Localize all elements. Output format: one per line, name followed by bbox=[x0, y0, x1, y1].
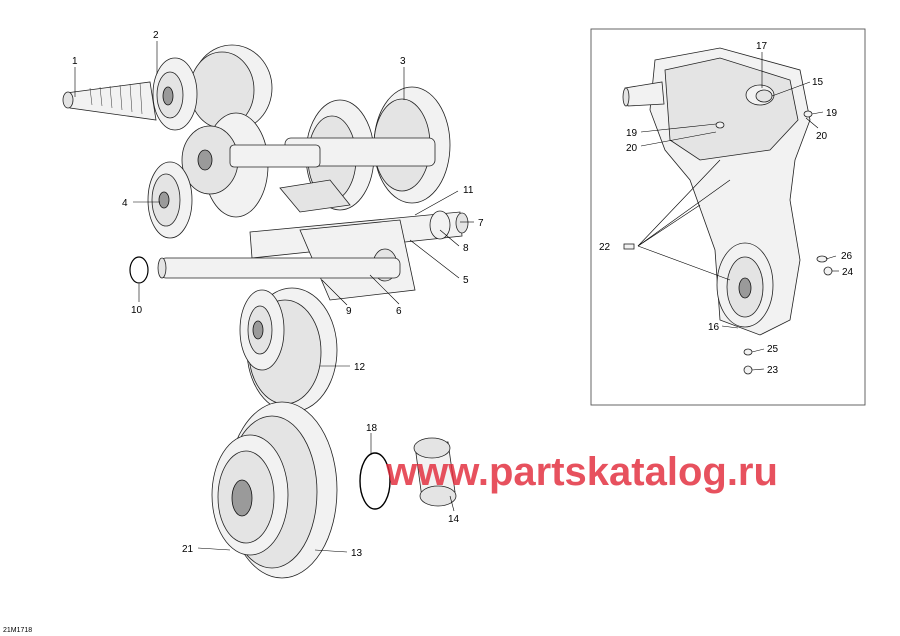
callout-7: 7 bbox=[478, 218, 484, 229]
part-21-drum bbox=[211, 434, 289, 556]
part-18-o-ring bbox=[359, 452, 391, 510]
callout-8: 8 bbox=[463, 243, 469, 254]
callout-19-right: 19 bbox=[826, 108, 838, 119]
housing-inset: 17 15 19 20 19 20 22 26 24 16 25 23 bbox=[590, 28, 866, 406]
gearbox-exploded-view: 1 2 3 4 11 7 8 5 6 9 10 12 18 14 21 13 bbox=[62, 30, 484, 579]
callout-1: 1 bbox=[72, 56, 78, 67]
callout-26: 26 bbox=[841, 251, 853, 262]
leader-lines bbox=[74, 41, 474, 553]
shift-fork-assembly bbox=[157, 179, 469, 301]
callout-23: 23 bbox=[767, 365, 779, 376]
callout-3: 3 bbox=[400, 56, 406, 67]
housing-body bbox=[622, 47, 811, 336]
part-3-gear-cluster bbox=[284, 86, 451, 211]
callout-10: 10 bbox=[131, 305, 143, 316]
part-12-large-gear bbox=[239, 287, 338, 413]
callout-21: 21 bbox=[182, 544, 194, 555]
callout-5: 5 bbox=[463, 275, 469, 286]
part-14-sleeve bbox=[413, 437, 457, 507]
callout-12: 12 bbox=[354, 362, 366, 373]
inset-frame bbox=[590, 28, 866, 406]
callout-19-left: 19 bbox=[626, 128, 638, 139]
callout-17: 17 bbox=[756, 41, 768, 52]
callout-4: 4 bbox=[122, 198, 128, 209]
callout-24: 24 bbox=[842, 267, 854, 278]
callout-22: 22 bbox=[599, 242, 611, 253]
callout-15: 15 bbox=[812, 77, 824, 88]
callout-18: 18 bbox=[366, 423, 378, 434]
callout-20-right: 20 bbox=[816, 131, 828, 142]
callout-13: 13 bbox=[351, 548, 363, 559]
callout-6: 6 bbox=[396, 306, 402, 317]
callout-16: 16 bbox=[708, 322, 720, 333]
callout-25: 25 bbox=[767, 344, 779, 355]
inset-leader-lines bbox=[637, 52, 839, 371]
callout-20-left: 20 bbox=[626, 143, 638, 154]
callout-2: 2 bbox=[153, 30, 159, 41]
callout-11: 11 bbox=[463, 185, 474, 196]
part-4-bearing bbox=[147, 161, 193, 239]
callout-9: 9 bbox=[346, 306, 352, 317]
part-1-input-shaft bbox=[62, 81, 157, 121]
callout-14: 14 bbox=[448, 514, 460, 525]
part-10-o-ring bbox=[129, 256, 149, 284]
middle-gear-shaft bbox=[181, 112, 321, 218]
watermark-text: www.partskatalog.ru bbox=[385, 450, 778, 494]
part-2-gear-bearing bbox=[152, 44, 273, 132]
drawing-id: 21M1718 bbox=[3, 627, 32, 634]
